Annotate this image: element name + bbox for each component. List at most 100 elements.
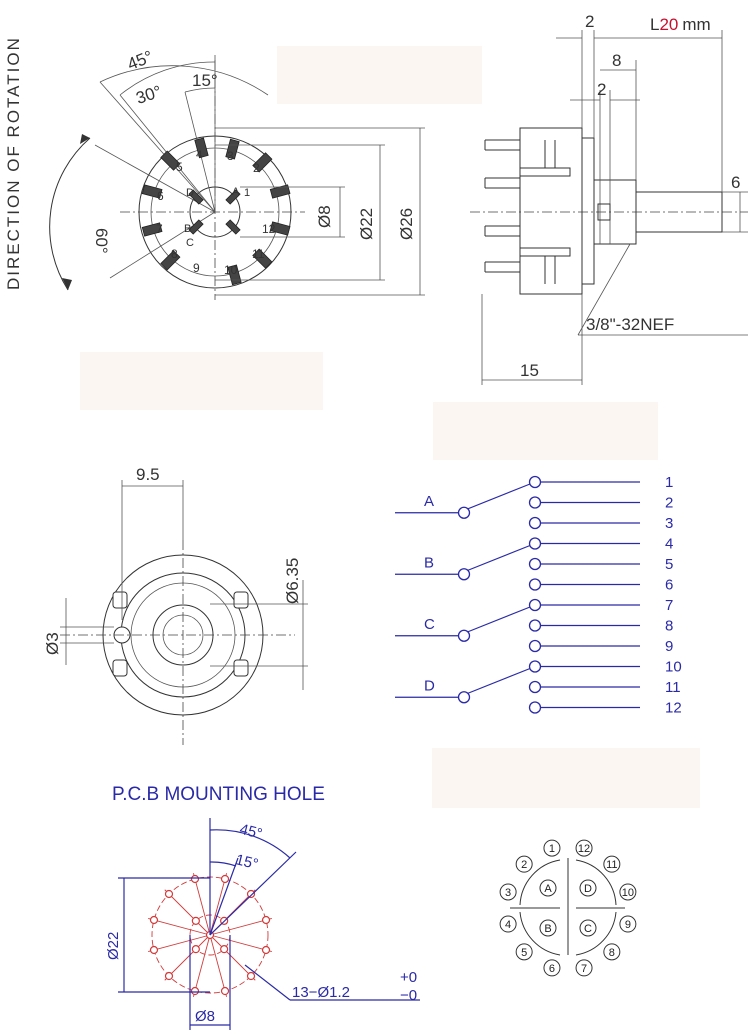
contact-node [528,516,542,530]
pcb-tol-minus: −0 [400,987,417,1004]
contact-number: 1 [665,474,673,491]
pin-circle [603,943,621,961]
pcb-ray [209,934,272,952]
bottom-view: 9.5 Ø6.35 Ø3 [43,465,308,745]
pcb-rays [148,873,272,997]
pcb-title: P.C.B MOUNTING HOLE [112,784,325,805]
pcb-dia-8-label: Ø8 [195,1008,215,1025]
front-contact-numbers: 1 2 3 4 5 6 7 8 9 10 11 12 [156,149,276,277]
rotation-arrow-icon [80,134,90,144]
pin-circle [499,883,517,901]
contact-node [528,619,542,632]
front-pole-letters: A B C D [184,186,240,249]
dim-3-label: Ø3 [43,632,62,655]
pin-circle [575,959,593,977]
dim-2-top-label: 2 [585,12,594,31]
pcb-hole [191,916,200,925]
dim-6-label: 6 [731,173,740,192]
pole-label: D [424,677,435,694]
angle-45-label: 45° [125,47,156,74]
contact-node [528,475,542,489]
pole-letter: A [544,883,552,895]
pcb-ray [209,873,227,936]
pin-number: 4 [505,919,511,931]
pcb-hole [164,889,174,899]
pole-pivot [457,506,471,519]
contact-node [528,680,542,694]
pin-number: 9 [625,919,631,931]
angle-30-label: 30° [134,82,164,108]
front-contacts [141,137,291,286]
pin-circle [543,959,561,977]
rotation-arrow-icon [62,278,72,290]
contact-node [528,660,542,673]
dim-2-inner-label: 2 [597,80,606,99]
contact-number: 10 [665,659,682,676]
pole-letter: B [544,923,551,935]
pcb-ray [164,934,211,981]
pcb-hole [190,986,200,996]
wiper-line [467,544,531,571]
contact-number: 4 [665,536,673,553]
front-contact-number: 12 [262,222,276,236]
pole-label: C [424,616,435,633]
dim-15-label: 15 [520,361,539,380]
front-contact-number: 10 [224,263,238,277]
front-contact-number: 6 [157,189,164,203]
pin-circle [499,915,517,933]
pin-circle [515,855,533,873]
front-contact-number: 9 [193,261,200,275]
pole-letter: C [584,923,592,935]
dim-20-prefix: L [650,15,659,34]
pin-number: 11 [606,859,617,871]
pcb-hole [220,986,230,996]
contact-node [528,701,542,714]
pcb-hole [261,945,271,955]
angle-15-label: 15° [192,71,218,90]
front-pole-letter: C [186,237,194,249]
thread-label: 3/8"-32NEF [586,315,674,334]
contact-number: 3 [665,515,673,532]
pcb-holes-label: 13−Ø1.2 [292,984,350,1001]
pcb-hole [261,915,271,925]
dia-26-label: Ø26 [397,208,416,240]
dim-20-unit: mm [682,15,710,34]
pcb-hole [191,945,200,954]
pole-pivot [457,629,471,642]
pcb-hole [246,971,256,981]
contact-node [528,578,542,591]
front-contact-number: 1 [244,187,250,199]
pcb-ray [209,918,272,936]
pcb-tol-plus: +0 [400,969,417,986]
pin-circle [619,915,637,933]
pin-circle [575,839,593,857]
pcb-ray [148,918,211,936]
pin-circle [515,943,533,961]
contact-number: 9 [665,638,673,655]
pcb-hole [220,874,230,884]
pole-circle [579,919,597,937]
pin-number: 7 [581,963,587,975]
wiper-line [467,667,531,694]
pin-circle [603,855,621,873]
pin-number: 8 [609,947,615,959]
pin-number: 3 [505,887,511,899]
contact-number: 8 [665,618,673,635]
front-pole-letter: B [184,223,191,235]
pcb-hole [149,915,159,925]
pcb-ray [209,934,256,981]
front-contact-number: 5 [176,160,183,174]
front-contact-number: 3 [227,149,234,163]
front-contact-number: 11 [252,247,265,261]
front-contact-number: 4 [196,149,202,161]
wiper-line [467,483,531,510]
pcb-ray [164,889,211,936]
pcb-ray [193,873,211,936]
pole-circle [579,879,597,897]
pcb-hole [190,874,200,884]
dim-6-35-label: Ø6.35 [283,558,302,604]
contact-node [528,537,542,550]
pin-number: 5 [521,947,527,959]
